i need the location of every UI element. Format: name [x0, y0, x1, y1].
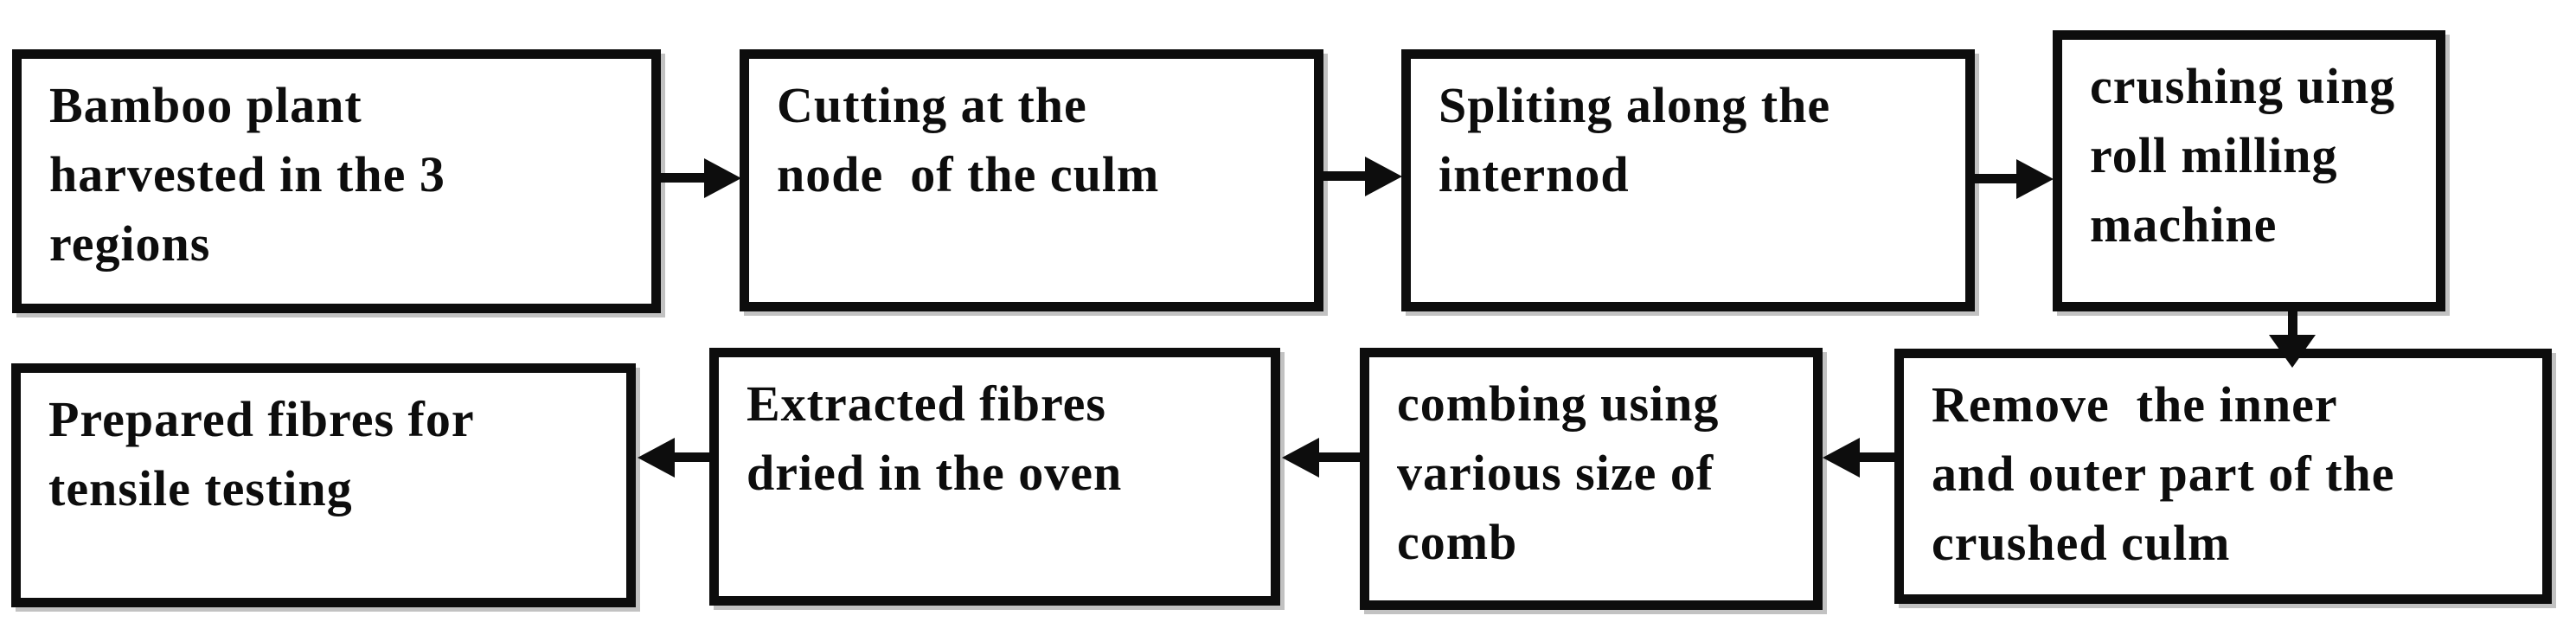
flow-step-splitting-line: internod	[1439, 146, 1630, 202]
flow-step-remove: Remove the inner and outer part of the c…	[1894, 349, 2552, 604]
down-arrow-icon	[2269, 335, 2316, 368]
right-arrow-icon	[1365, 157, 1402, 196]
flow-step-prepared: Prepared fibres for tensile testing	[11, 363, 636, 607]
arrow-shaft	[1317, 452, 1360, 462]
flow-step-remove-line: and outer part of the	[1932, 446, 2395, 502]
flow-step-splitting: Spliting along the internod	[1401, 49, 1975, 311]
flow-step-harvest-line: Bamboo plant	[49, 77, 362, 133]
flow-step-drying-line: dried in the oven	[747, 445, 1123, 501]
flow-step-remove-line: Remove the inner	[1932, 376, 2338, 433]
flow-step-combing-line: various size of	[1397, 445, 1714, 501]
arrow-shaft	[1975, 174, 2018, 183]
flow-step-cutting-line: Cutting at the	[777, 77, 1087, 133]
arrow-shaft	[1323, 171, 1367, 181]
flow-step-prepared-line: tensile testing	[48, 460, 353, 516]
flow-step-combing: combing using various size of comb	[1360, 348, 1823, 610]
right-arrow-icon	[704, 158, 741, 198]
arrow-shaft	[1858, 452, 1894, 462]
flow-step-drying-line: Extracted fibres	[747, 375, 1106, 432]
flow-step-harvest-line: regions	[49, 215, 211, 272]
flow-step-combing-line: comb	[1397, 514, 1518, 570]
arrow-shaft	[2288, 311, 2297, 337]
flow-step-crushing-line: crushing uing	[2090, 58, 2396, 114]
flow-step-splitting-line: Spliting along the	[1439, 77, 1831, 133]
flow-step-crushing-line: machine	[2090, 196, 2278, 253]
arrow-shaft	[673, 452, 709, 462]
left-arrow-icon	[638, 438, 675, 478]
arrow-shaft	[661, 173, 706, 183]
flow-step-remove-line: crushed culm	[1932, 515, 2231, 571]
left-arrow-icon	[1823, 438, 1860, 478]
right-arrow-icon	[2016, 159, 2054, 199]
flow-step-cutting-line: node of the culm	[777, 146, 1160, 202]
flow-step-drying: Extracted fibres dried in the oven	[709, 348, 1280, 606]
left-arrow-icon	[1282, 438, 1319, 478]
flow-step-crushing-line: roll milling	[2090, 127, 2338, 183]
flow-step-prepared-line: Prepared fibres for	[48, 391, 475, 447]
flow-step-combing-line: combing using	[1397, 375, 1720, 432]
flow-step-cutting: Cutting at the node of the culm	[740, 49, 1323, 311]
flow-step-crushing: crushing uing roll milling machine	[2053, 30, 2445, 311]
flow-step-harvest-line: harvested in the 3	[49, 146, 445, 202]
flow-step-harvest: Bamboo plant harvested in the 3 regions	[12, 49, 661, 313]
